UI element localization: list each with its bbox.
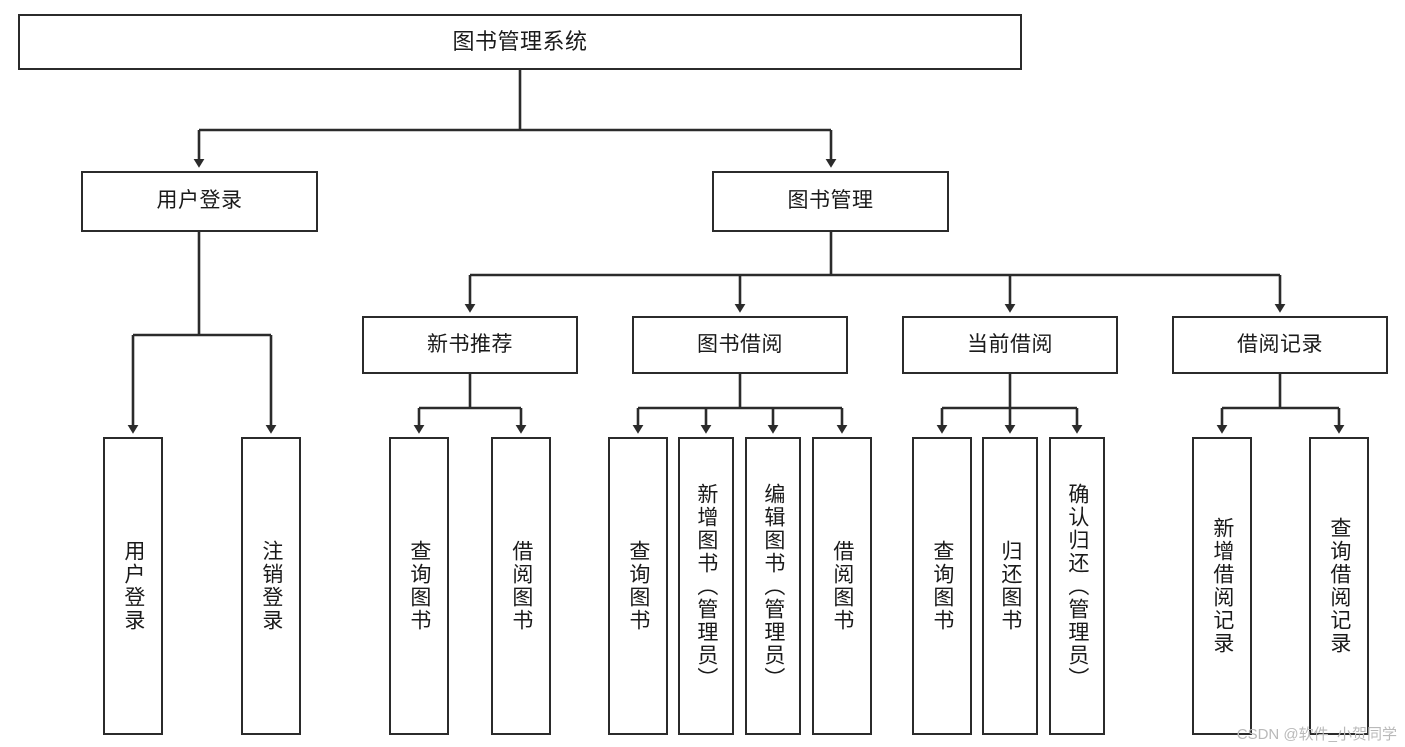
leaf-borrow-book-new[interactable]: 借阅图书	[491, 437, 551, 735]
node-book-borrow[interactable]: 图书借阅	[632, 316, 848, 374]
node-label: 查询图书	[930, 540, 954, 632]
node-label: 编辑图书（管理员）	[761, 482, 785, 690]
node-label: 新增图书（管理员）	[694, 482, 718, 690]
node-label: 图书管理系统	[452, 29, 588, 55]
node-label: 注销登录	[259, 540, 283, 632]
node-current-borrow[interactable]: 当前借阅	[902, 316, 1118, 374]
node-label: 用户登录	[121, 540, 145, 632]
csdn-watermark: CSDN @软件_小贺同学	[1236, 726, 1397, 743]
node-label: 查询借阅记录	[1327, 517, 1351, 655]
leaf-return-book[interactable]: 归还图书	[982, 437, 1038, 735]
node-label: 借阅图书	[509, 540, 533, 632]
leaf-borrow-book[interactable]: 借阅图书	[812, 437, 872, 735]
node-label: 借阅图书	[830, 540, 854, 632]
leaf-user-login[interactable]: 用户登录	[103, 437, 163, 735]
node-new-book-recommend[interactable]: 新书推荐	[362, 316, 578, 374]
node-root-system[interactable]: 图书管理系统	[18, 14, 1022, 70]
leaf-query-book-current[interactable]: 查询图书	[912, 437, 972, 735]
node-borrow-record[interactable]: 借阅记录	[1172, 316, 1388, 374]
node-label: 用户登录	[156, 189, 243, 213]
leaf-query-borrow-record[interactable]: 查询借阅记录	[1309, 437, 1369, 735]
leaf-confirm-return-admin[interactable]: 确认归还（管理员）	[1049, 437, 1105, 735]
leaf-edit-book-admin[interactable]: 编辑图书（管理员）	[745, 437, 801, 735]
node-label: 新增借阅记录	[1210, 517, 1234, 655]
node-label: 图书管理	[787, 189, 874, 213]
node-label: 确认归还（管理员）	[1065, 482, 1089, 690]
node-label: 归还图书	[998, 540, 1022, 632]
node-label: 查询图书	[626, 540, 650, 632]
node-label: 图书借阅	[697, 332, 783, 356]
node-label: 查询图书	[407, 540, 431, 632]
leaf-add-book-admin[interactable]: 新增图书（管理员）	[678, 437, 734, 735]
leaf-add-borrow-record[interactable]: 新增借阅记录	[1192, 437, 1252, 735]
node-label: 新书推荐	[427, 332, 513, 356]
leaf-query-book-borrow[interactable]: 查询图书	[608, 437, 668, 735]
node-user-login[interactable]: 用户登录	[81, 171, 318, 232]
leaf-query-book-new[interactable]: 查询图书	[389, 437, 449, 735]
node-label: 借阅记录	[1237, 332, 1323, 356]
node-book-management[interactable]: 图书管理	[712, 171, 949, 232]
node-label: 当前借阅	[967, 332, 1053, 356]
leaf-logout[interactable]: 注销登录	[241, 437, 301, 735]
